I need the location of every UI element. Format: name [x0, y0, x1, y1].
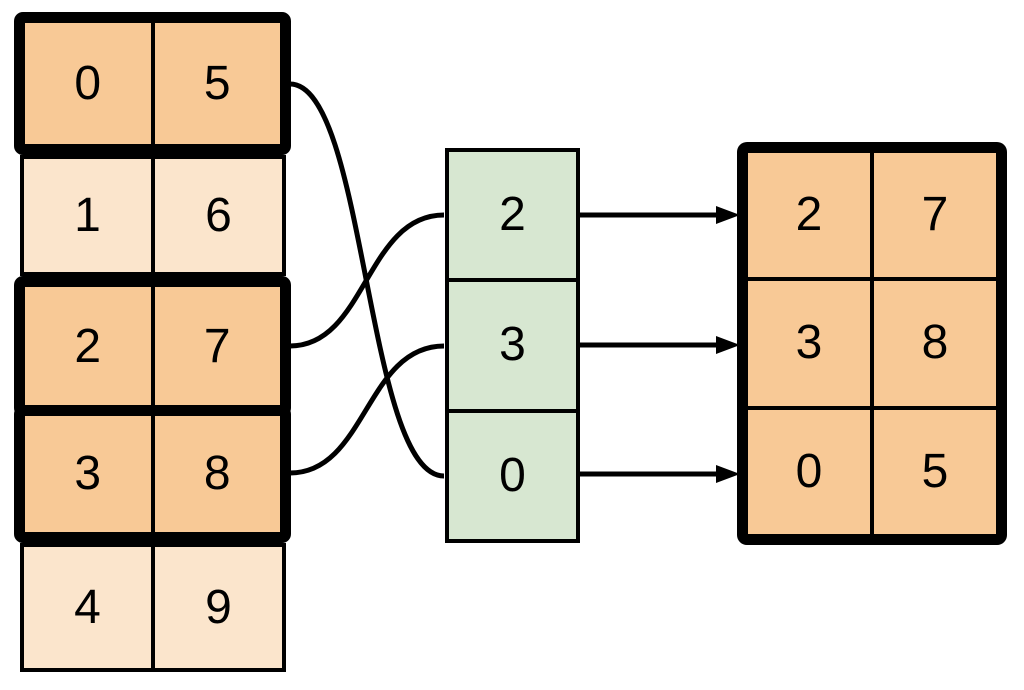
curve-source-row3-to-index-cell1 [289, 343, 445, 476]
index-cell-0: 2 [499, 188, 526, 242]
row-divider [748, 405, 996, 410]
source-cell-r1c1: 6 [205, 188, 232, 242]
row-divider [449, 278, 576, 283]
result-cell-r1c0: 3 [795, 316, 823, 370]
result-row-2: 0 5 [748, 409, 996, 534]
result-row-1: 3 8 [748, 281, 996, 406]
source-cell-r3c0: 3 [74, 447, 102, 500]
source-row-4: 4 9 [20, 543, 286, 672]
source-cell-r2c1: 7 [203, 319, 231, 373]
column-divider [870, 409, 874, 534]
row-divider [449, 408, 576, 413]
result-cell-r0c1: 7 [921, 188, 949, 242]
source-row-2-highlighted: 2 7 [14, 276, 291, 417]
column-divider [870, 153, 874, 278]
source-cell-r0c1: 5 [203, 56, 231, 110]
source-row-0-highlighted: 0 5 [14, 12, 291, 155]
source-cell-r4c1: 9 [205, 580, 232, 634]
result-table: 2 7 3 8 0 5 [737, 142, 1007, 545]
result-cell-r1c1: 8 [921, 316, 949, 370]
result-cell-r0c0: 2 [795, 188, 823, 242]
row-divider [748, 277, 996, 282]
index-cell-1: 3 [499, 318, 526, 372]
column-divider [150, 287, 155, 406]
result-cell-r2c1: 5 [921, 444, 949, 498]
index-cell-2: 0 [499, 448, 526, 502]
column-divider [151, 159, 155, 272]
source-cell-r0c0: 0 [74, 56, 102, 110]
curve-source-row2-to-index-cell0 [289, 212, 445, 349]
column-divider [150, 23, 155, 144]
source-cell-r3c1: 8 [203, 447, 231, 500]
result-row-0: 2 7 [748, 153, 996, 278]
source-row-3-highlighted: 3 8 [14, 405, 291, 543]
column-divider [870, 281, 874, 406]
source-cell-r1c0: 1 [74, 188, 101, 242]
source-cell-r2c0: 2 [74, 319, 102, 373]
result-cell-r2c0: 0 [795, 444, 823, 498]
curve-source-row0-to-index-cell2 [289, 81, 445, 479]
column-divider [150, 416, 155, 532]
index-column: 2 3 0 [445, 148, 580, 543]
source-cell-r4c0: 4 [74, 580, 101, 634]
column-divider [151, 547, 155, 668]
source-row-1: 1 6 [20, 155, 286, 276]
